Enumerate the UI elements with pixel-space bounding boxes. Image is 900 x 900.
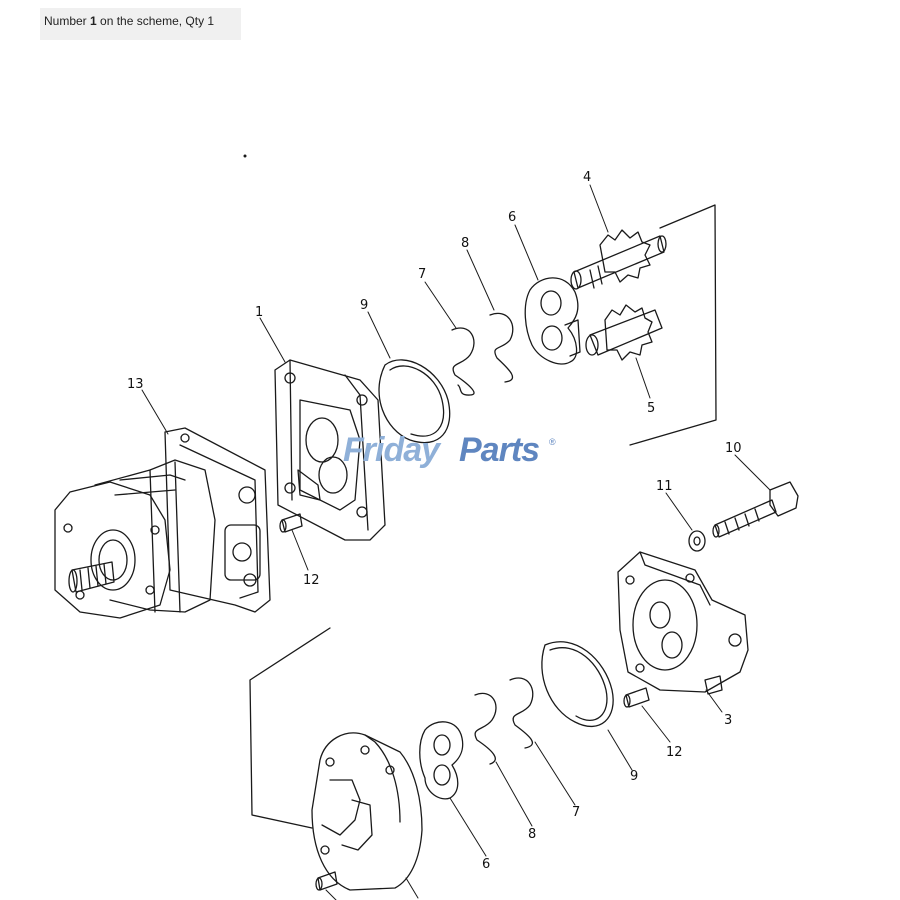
part-12-dowel-bottom <box>315 871 338 891</box>
stray-dot <box>243 154 247 158</box>
caption-part-number: 1 <box>90 14 97 28</box>
callout-9-upper: 9 <box>360 298 368 313</box>
callout-6-lower: 6 <box>482 857 490 872</box>
callout-13: 13 <box>127 377 144 392</box>
part-caption: Number 1 on the scheme, Qty 1 <box>40 8 241 40</box>
gear-group-bracket-lower <box>249 627 331 829</box>
part-3-rear-cover <box>617 551 749 695</box>
part-11-washer <box>688 530 706 552</box>
callout-5: 5 <box>647 401 655 416</box>
watermark-text-parts: Parts <box>459 431 539 469</box>
callout-8-upper: 8 <box>461 236 469 251</box>
callout-6-upper: 6 <box>508 210 516 225</box>
part-9-seal-ring-upper <box>378 359 451 444</box>
part-12-dowel-lower <box>623 687 650 708</box>
part-6-bushing-plate-lower <box>419 721 464 800</box>
part-9-seal-ring-lower <box>541 641 614 728</box>
part-7-snap-ring-lower <box>509 677 534 749</box>
leader-lines <box>141 184 771 900</box>
part-4-drive-gear <box>570 229 667 290</box>
callout-12-lower: 12 <box>666 745 683 760</box>
callout-9-lower: 9 <box>630 769 638 784</box>
callout-11: 11 <box>656 479 673 494</box>
part-5-driven-gear <box>585 304 663 361</box>
callout-numbers: 1 13 4 5 6 7 8 9 10 11 12 3 12 9 7 8 6 <box>127 170 742 872</box>
gear-group-bracket-upper <box>629 204 717 446</box>
watermark-text-friday: Friday <box>343 431 442 469</box>
callout-7-lower: 7 <box>572 805 580 820</box>
caption-suffix: on the scheme, Qty 1 <box>96 14 215 28</box>
part-13-pump-body <box>54 427 271 619</box>
part-8-snap-ring-upper <box>489 312 514 383</box>
part-6-bushing-plate-upper <box>524 277 581 365</box>
part-2-gear-housing <box>311 732 423 891</box>
part-12-dowel-upper <box>279 513 303 533</box>
callout-1: 1 <box>255 305 263 320</box>
part-8-snap-ring-lower <box>474 692 497 765</box>
callout-4: 4 <box>583 170 591 185</box>
callout-7-upper: 7 <box>418 267 426 282</box>
callout-12-upper: 12 <box>303 573 320 588</box>
callout-3: 3 <box>724 713 732 728</box>
callout-8-lower: 8 <box>528 827 536 842</box>
part-10-bolt <box>712 481 799 538</box>
watermark-fridayparts: Friday Parts ® <box>343 431 556 469</box>
part-7-snap-ring-upper <box>451 327 475 396</box>
callout-10: 10 <box>725 441 742 456</box>
caption-prefix: Number <box>44 14 91 28</box>
watermark-registered-mark: ® <box>549 437 556 447</box>
